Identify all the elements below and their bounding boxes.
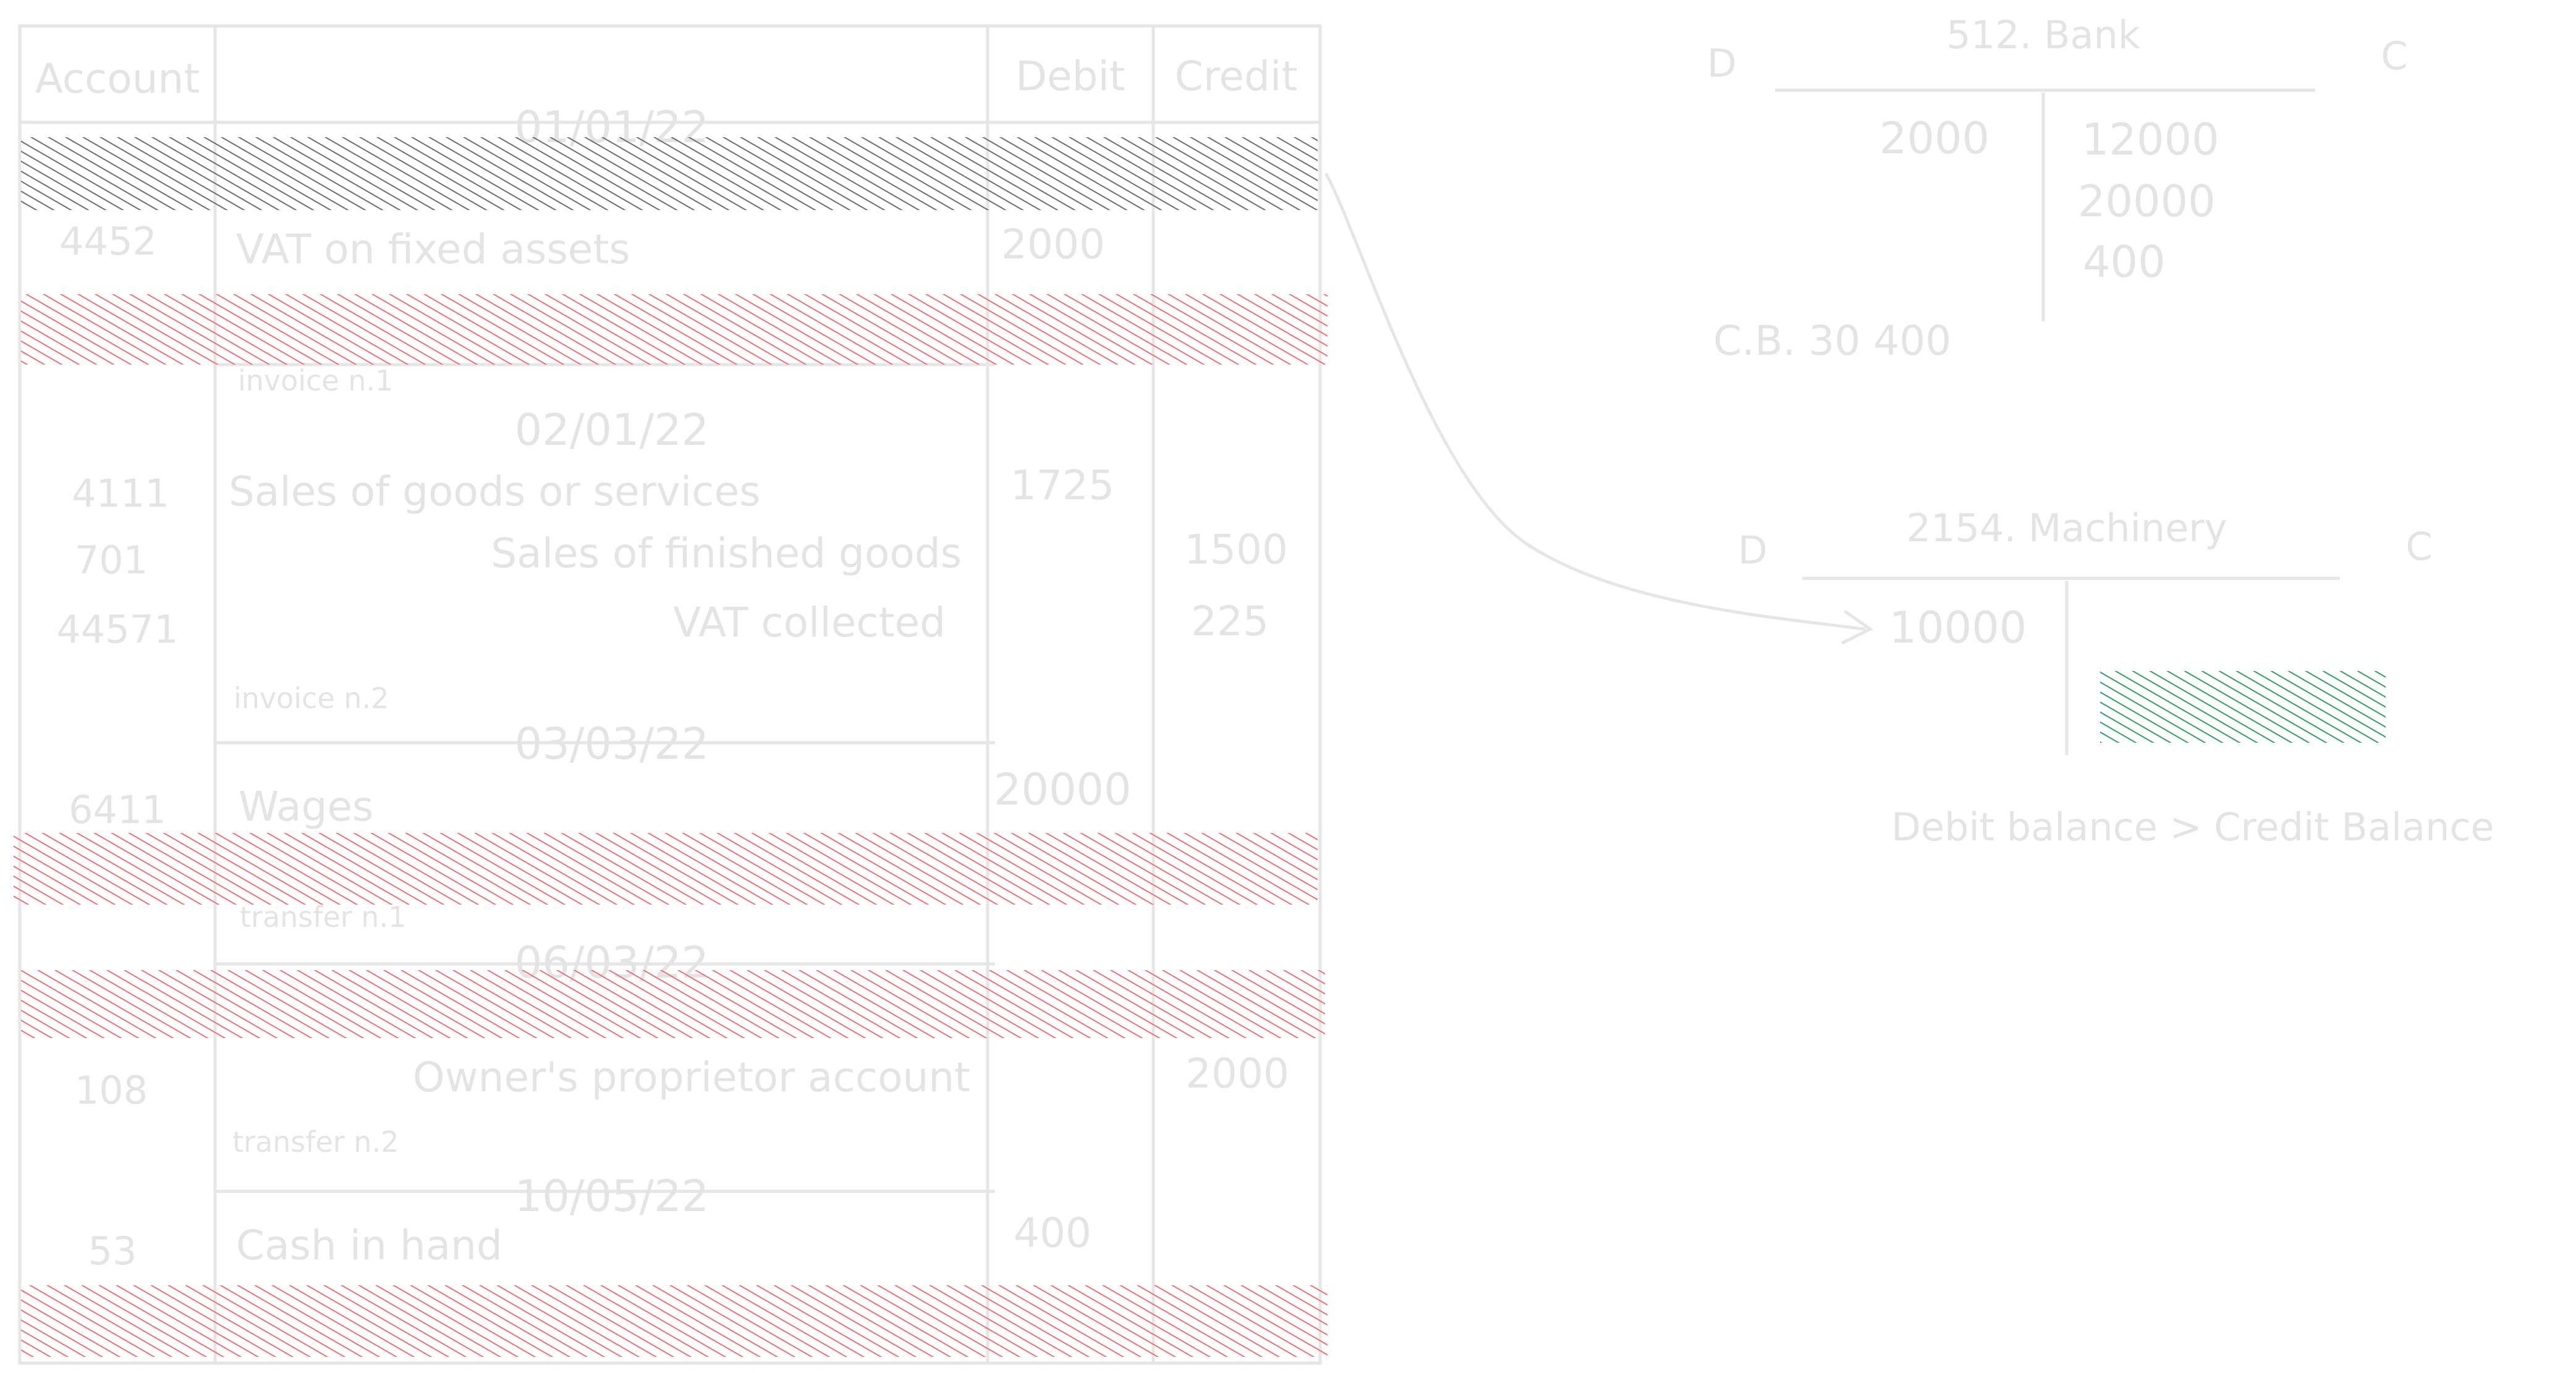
entry-debit: 2000 (1001, 221, 1105, 268)
highlight-band-red (21, 294, 1328, 365)
debit-entry: 10000 (1889, 602, 2027, 653)
entry-account: 6411 (69, 787, 166, 832)
entry-account: 4452 (59, 219, 157, 264)
date-separator-3: 03/03/22 (515, 719, 709, 769)
entry-account: 108 (75, 1068, 148, 1113)
connector-arrow (1324, 172, 1873, 644)
entry-account: 701 (75, 538, 148, 583)
debit-marker: D (1707, 41, 1737, 86)
highlight-band-red (21, 970, 1325, 1038)
t-account-machinery: 2154. Machinery D C 10000 Debit balance … (1738, 505, 2494, 850)
t-account-balance: C.B. 30 400 (1713, 317, 1951, 365)
entry-note: invoice n.1 (238, 364, 393, 397)
entry-note: transfer n.2 (232, 1125, 399, 1159)
debit-marker: D (1738, 528, 1768, 573)
arrow-head (1841, 610, 1873, 644)
journal-frame (18, 24, 1322, 1365)
highlight-band-red (21, 1285, 1328, 1357)
t-account-title: 512. Bank (1946, 12, 2140, 57)
credit-entry: 20000 (2078, 176, 2216, 227)
entry-account: 4111 (72, 471, 169, 516)
date-separator-5: 10/05/22 (515, 1171, 709, 1222)
highlight-band-green (2100, 671, 2386, 743)
entry-debit: 400 (1014, 1209, 1091, 1257)
entry-credit: 2000 (1185, 1050, 1289, 1097)
entry-label: Sales of goods or services (229, 468, 760, 515)
highlight-band-grey (21, 137, 1318, 210)
t-account-bank: 512. Bank D C 2000 12000 20000 400 C.B. … (1707, 12, 2408, 365)
date-separator-2: 02/01/22 (515, 405, 709, 455)
entry-credit: 1500 (1184, 526, 1288, 573)
entry-label: Wages (239, 783, 373, 830)
highlight-band-red (14, 833, 1318, 905)
credit-marker: C (2381, 33, 2407, 78)
arrow-curve (1324, 172, 1866, 631)
entry-label: VAT collected (673, 599, 946, 646)
entry-debit: 1725 (1010, 462, 1114, 509)
t-account-title: 2154. Machinery (1907, 505, 2227, 551)
header-account: Account (35, 55, 200, 103)
entry-credit: 225 (1191, 598, 1269, 645)
entry-label: Sales of finished goods (491, 530, 962, 577)
entry-label: Owner's proprietor account (413, 1054, 970, 1101)
credit-entry: 12000 (2082, 114, 2219, 165)
journal-table (18, 24, 1322, 1365)
entry-debit: 20000 (994, 764, 1132, 815)
entry-note: invoice n.2 (234, 682, 389, 715)
header-credit: Credit (1175, 53, 1297, 100)
debit-entry: 2000 (1879, 113, 1989, 164)
entry-account: 44571 (56, 607, 178, 652)
entry-note: transfer n.1 (240, 900, 406, 934)
t-account-note: Debit balance > Credit Balance (1891, 805, 2494, 850)
credit-entry: 400 (2083, 237, 2166, 287)
header-debit: Debit (1015, 53, 1125, 100)
entry-account: 53 (88, 1228, 137, 1274)
credit-marker: C (2405, 524, 2432, 569)
entry-label: Cash in hand (236, 1222, 502, 1269)
entry-label: VAT on fixed assets (236, 226, 630, 273)
